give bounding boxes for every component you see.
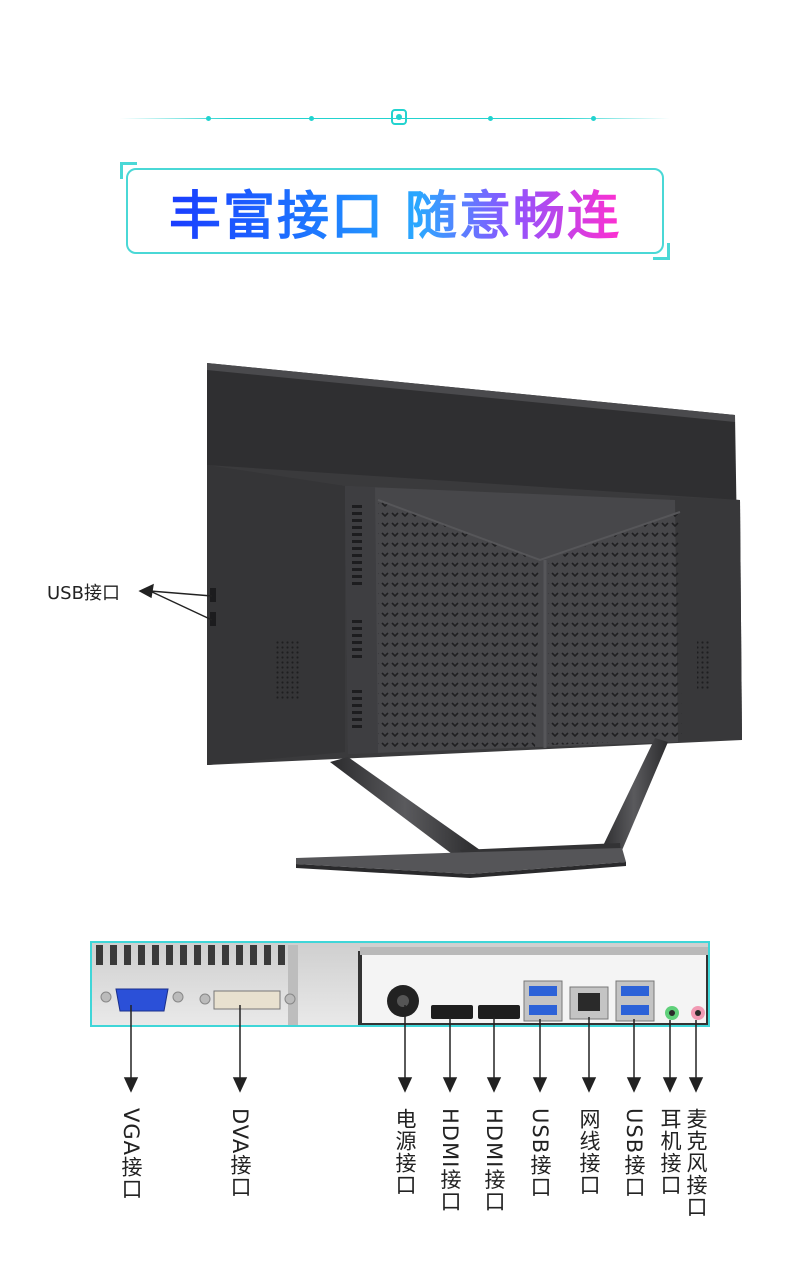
port-label-microphone: 麦克风接口 (684, 1108, 708, 1218)
monitor-rear-illustration (138, 363, 742, 878)
vga-port (115, 988, 169, 1012)
page-title: 丰富接口 随意畅连 (169, 174, 621, 249)
port-label-hdmi-2: HDMI接口 (482, 1108, 506, 1213)
usb-port (621, 986, 649, 996)
divider-center-ornament (391, 109, 407, 125)
divider-dot (206, 116, 211, 121)
title-banner: 丰富接口 随意畅连 (120, 162, 670, 260)
vent-grill (697, 640, 711, 690)
perforated-panel-left (378, 500, 540, 748)
port-label-usb-2: USB接口 (622, 1108, 646, 1199)
stand-base (296, 848, 626, 874)
perforated-panel-right (548, 512, 682, 745)
stand-arm-right (600, 738, 668, 855)
usb-port (621, 1005, 649, 1015)
vent-grill (276, 640, 300, 700)
port-label-ethernet: 网线接口 (577, 1108, 601, 1196)
port-label-hdmi-1: HDMI接口 (438, 1108, 462, 1213)
port-pointer-arrows (123, 1005, 704, 1093)
stand-arm-left (330, 757, 480, 860)
divider-dot (591, 116, 596, 121)
dvi-port (213, 990, 281, 1010)
divider-dot (309, 116, 314, 121)
hdmi-port (431, 1005, 473, 1019)
port-label-usb-1: USB接口 (528, 1108, 552, 1199)
port-label-power: 电源接口 (393, 1108, 417, 1196)
header-divider-line (120, 118, 670, 119)
side-usb-label: USB接口 (47, 583, 120, 604)
io-port-panel-graphic (92, 943, 708, 1025)
port-label-dvi: DVA接口 (228, 1108, 252, 1199)
divider-dot (488, 116, 493, 121)
usb-port (529, 986, 557, 996)
port-label-headphone: 耳机接口 (658, 1108, 682, 1196)
io-port-panel (90, 941, 710, 1027)
hdmi-port (478, 1005, 520, 1019)
port-label-vga: VGA接口 (119, 1108, 143, 1201)
usb-port (529, 1005, 557, 1015)
